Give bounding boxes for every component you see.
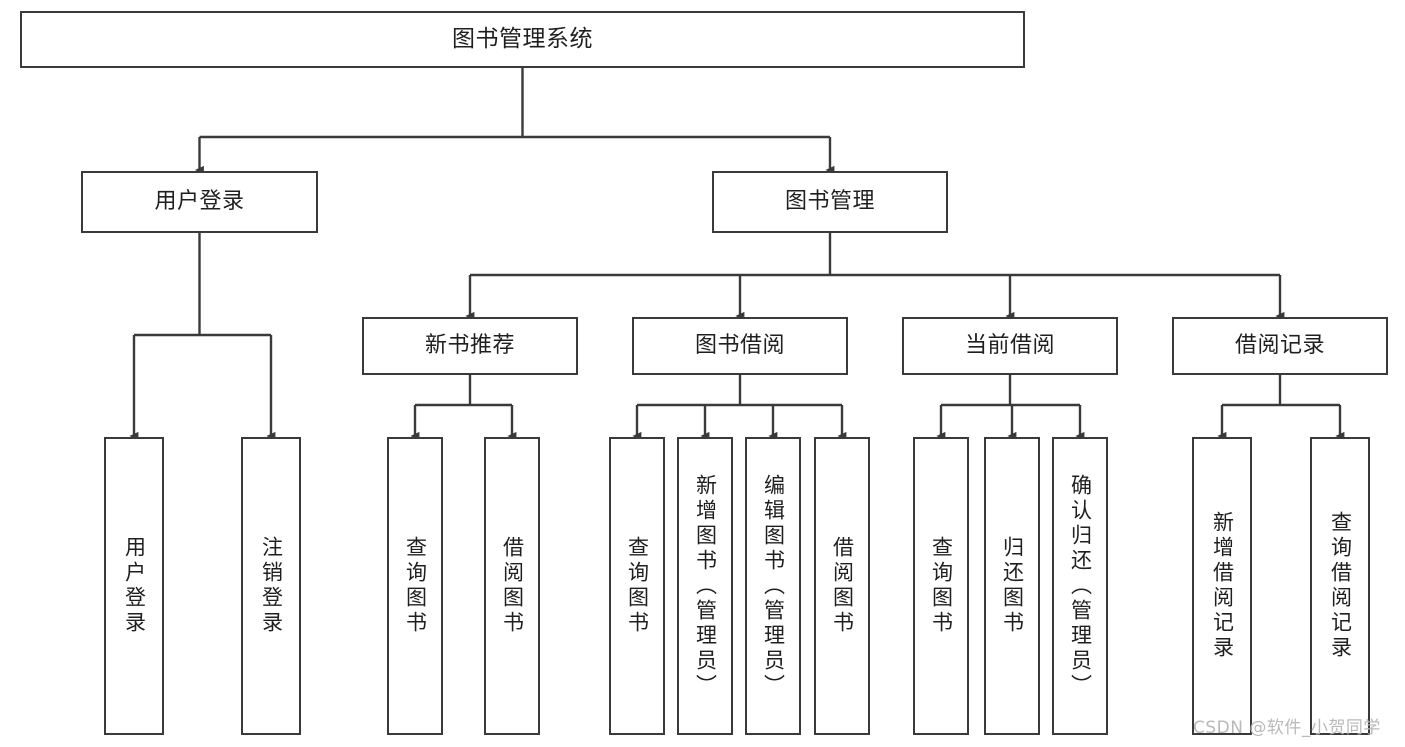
- node-label: 编辑图书（管理员）: [761, 473, 786, 699]
- node-book-borrowing[interactable]: 图书借阅: [632, 317, 848, 375]
- node-label: 借阅记录: [1234, 333, 1325, 359]
- leaf-record-add-borrow-record[interactable]: 新增借阅记录: [1192, 437, 1252, 735]
- node-current-borrowing[interactable]: 当前借阅: [902, 317, 1118, 375]
- node-label: 借阅图书: [500, 536, 525, 636]
- leaf-user-login[interactable]: 用户登录: [104, 437, 164, 735]
- leaf-current-return-book[interactable]: 归还图书: [984, 437, 1040, 735]
- node-label: 图书管理: [784, 189, 875, 215]
- leaf-borrow-borrow-book[interactable]: 借阅图书: [814, 437, 870, 735]
- node-label: 查询图书: [403, 536, 428, 636]
- node-label: 借阅图书: [830, 536, 855, 636]
- node-label: 确认归还（管理员）: [1068, 473, 1093, 699]
- node-new-book-recommendation[interactable]: 新书推荐: [362, 317, 578, 375]
- leaf-newbook-query-book[interactable]: 查询图书: [387, 437, 443, 735]
- node-label: 查询图书: [625, 536, 650, 636]
- node-label: 归还图书: [1000, 536, 1025, 636]
- leaf-borrow-query-book[interactable]: 查询图书: [609, 437, 665, 735]
- node-label: 查询借阅记录: [1328, 511, 1353, 661]
- leaf-newbook-borrow-book[interactable]: 借阅图书: [484, 437, 540, 735]
- node-label: 新增借阅记录: [1210, 511, 1235, 661]
- node-label: 用户登录: [122, 536, 147, 636]
- node-label: 当前借阅: [964, 333, 1055, 359]
- leaf-borrow-add-book-admin[interactable]: 新增图书（管理员）: [677, 437, 733, 735]
- node-user-login[interactable]: 用户登录: [81, 171, 318, 233]
- leaf-current-query-book[interactable]: 查询图书: [913, 437, 969, 735]
- leaf-user-logout[interactable]: 注销登录: [241, 437, 301, 735]
- node-borrowing-records[interactable]: 借阅记录: [1172, 317, 1388, 375]
- node-root-book-management-system[interactable]: 图书管理系统: [20, 11, 1025, 68]
- node-label: 新增图书（管理员）: [693, 473, 718, 699]
- leaf-borrow-edit-book-admin[interactable]: 编辑图书（管理员）: [745, 437, 801, 735]
- csdn-watermark: CSDN @软件_小贺同学: [1193, 718, 1381, 738]
- node-label: 新书推荐: [424, 333, 515, 359]
- node-label: 注销登录: [259, 536, 284, 636]
- node-label: 图书借阅: [694, 333, 785, 359]
- node-book-management[interactable]: 图书管理: [712, 171, 948, 233]
- leaf-record-query-borrow-record[interactable]: 查询借阅记录: [1310, 437, 1370, 735]
- leaf-current-confirm-return-admin[interactable]: 确认归还（管理员）: [1052, 437, 1108, 735]
- node-label: 查询图书: [929, 536, 954, 636]
- node-label: 图书管理系统: [452, 26, 593, 53]
- node-label: 用户登录: [154, 189, 245, 215]
